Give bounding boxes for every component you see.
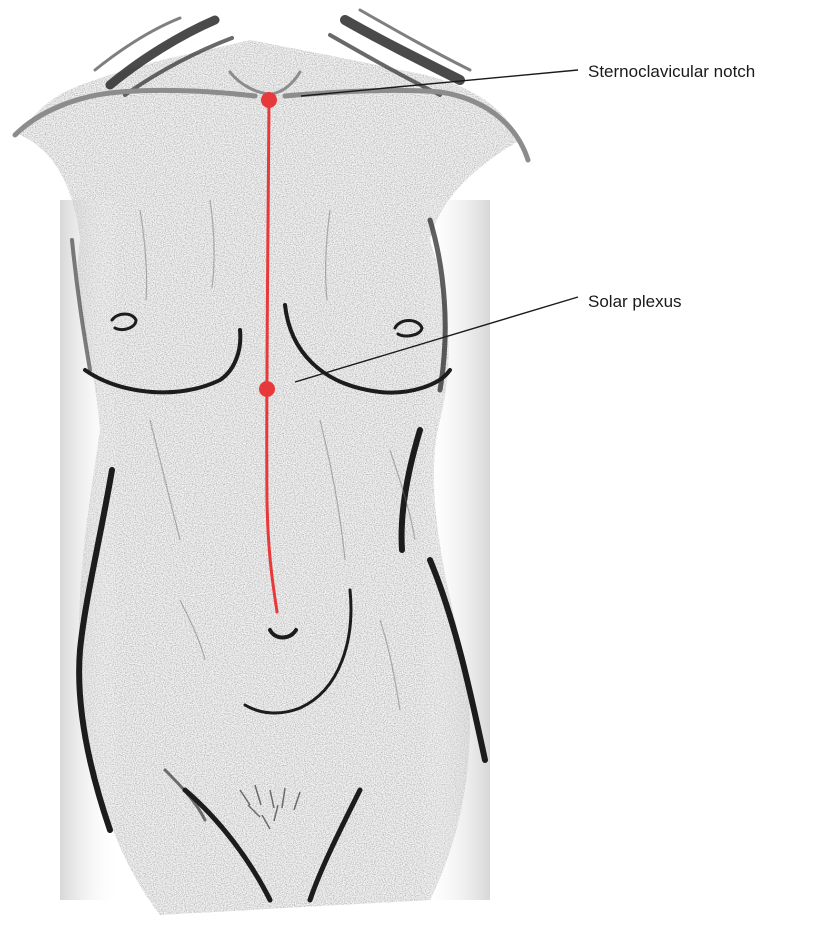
solar-plexus-label: Solar plexus <box>588 292 682 312</box>
solar-plexus-marker <box>259 381 275 397</box>
sternoclavicular-notch-label: Sternoclavicular notch <box>588 62 755 82</box>
sternoclavicular-notch-marker <box>261 92 277 108</box>
